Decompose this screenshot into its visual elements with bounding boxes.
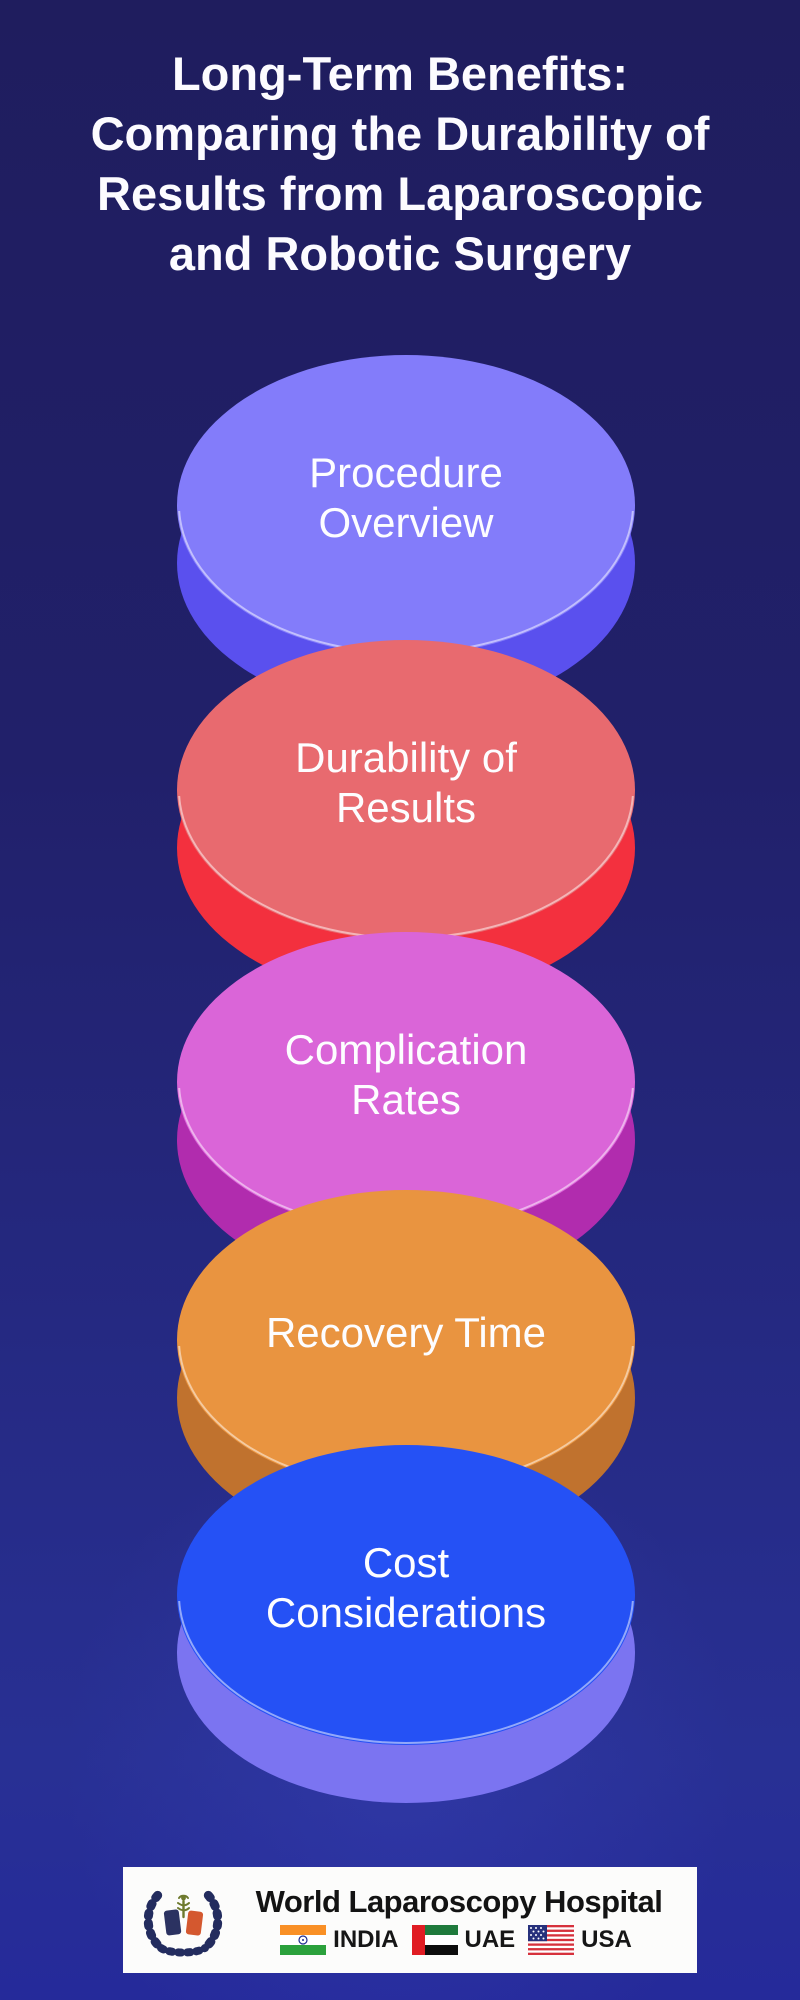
disc-cost-considerations: Cost Considerations xyxy=(177,1445,635,1803)
country-label-usa: USA xyxy=(581,1925,632,1953)
title-line-3: Results from Laparoscopic xyxy=(97,167,703,220)
disc-face: Recovery Time xyxy=(177,1190,635,1490)
uae-flag-icon xyxy=(411,1924,458,1955)
india-flag-icon xyxy=(280,1924,327,1955)
usa-flag-icon xyxy=(528,1924,575,1955)
disc-face: Complication Rates xyxy=(177,932,635,1232)
disc-face: Procedure Overview xyxy=(177,355,635,655)
disc-complication-rates: Complication Rates xyxy=(177,932,635,1290)
page-title: Long-Term Benefits: Comparing the Durabi… xyxy=(0,44,800,284)
footer-text-block: World Laparoscopy Hospital INDIA UAE xyxy=(229,1884,697,1955)
disc-label: Complication Rates xyxy=(284,1026,528,1123)
disc-label: Recovery Time xyxy=(265,1309,547,1357)
hospital-name: World Laparoscopy Hospital xyxy=(255,1884,663,1920)
disc-label: Durability of Results xyxy=(295,734,517,831)
disc-face: Durability of Results xyxy=(177,640,635,940)
disc-label: Cost Considerations xyxy=(265,1539,547,1636)
country-label-uae: UAE xyxy=(464,1925,516,1953)
disc-face: Cost Considerations xyxy=(177,1445,635,1745)
country-label-india: INDIA xyxy=(333,1925,399,1953)
country-flags-row: INDIA UAE xyxy=(280,1924,638,1955)
title-line-4: and Robotic Surgery xyxy=(168,227,632,280)
footer-banner: World Laparoscopy Hospital INDIA UAE xyxy=(123,1867,697,1973)
disc-label: Procedure Overview xyxy=(309,449,503,546)
disc-durability-of-results: Durability of Results xyxy=(177,640,635,998)
title-line-1: Long-Term Benefits: xyxy=(171,47,629,100)
disc-procedure-overview: Procedure Overview xyxy=(177,355,635,713)
laurel-wreath-caduceus-icon xyxy=(143,1889,223,1957)
title-line-2: Comparing the Durability of xyxy=(90,107,710,160)
